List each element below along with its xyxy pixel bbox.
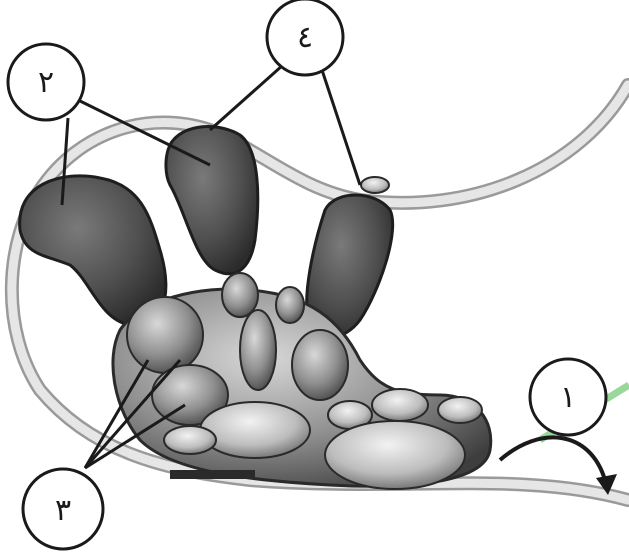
label-circle-two: ٢ (8, 44, 84, 120)
label-circle-four: ٤ (267, 0, 343, 75)
label-circle-three: ٣ (23, 469, 103, 549)
label-one-text: ١ (560, 380, 576, 415)
base-dark-band (170, 470, 255, 479)
label-three-text: ٣ (55, 493, 71, 528)
label-circle-one: ١ (530, 359, 606, 435)
label-four-text: ٤ (297, 20, 313, 55)
label-two-text: ٢ (38, 65, 54, 100)
